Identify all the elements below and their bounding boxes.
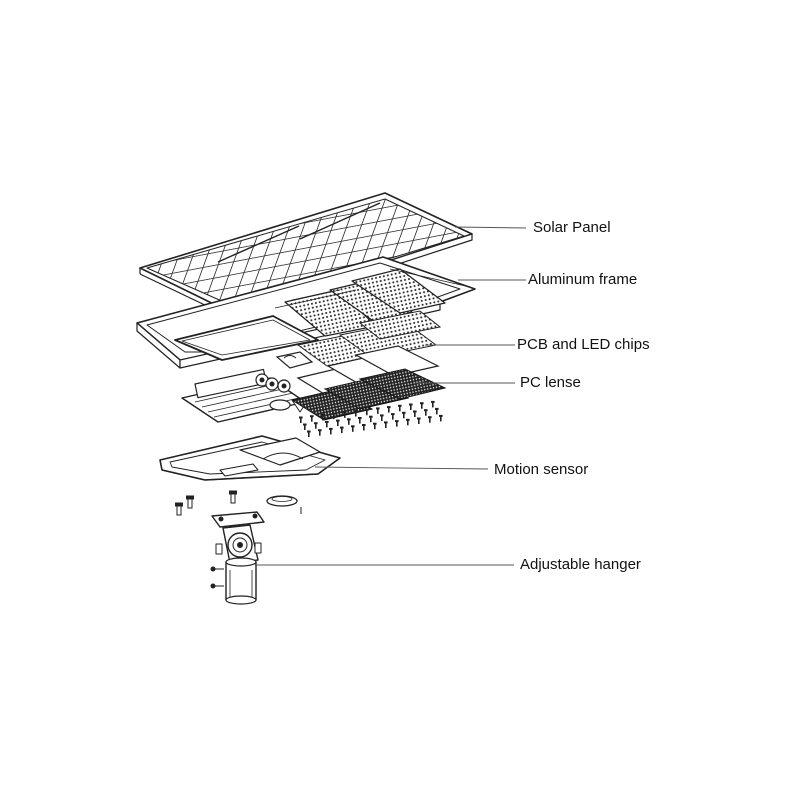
screw-head — [332, 412, 336, 415]
screw — [341, 428, 343, 434]
controller-heatsink — [181, 368, 306, 423]
screw-head — [336, 419, 340, 422]
screw-head — [413, 410, 417, 413]
screw — [440, 416, 442, 422]
screw-head — [409, 403, 413, 406]
leader-solar-panel — [454, 226, 527, 229]
screw-head — [420, 402, 424, 405]
label-adjustable-hanger: Adjustable hanger — [520, 556, 641, 573]
screw — [304, 425, 306, 430]
screw — [326, 422, 328, 428]
screw — [363, 425, 365, 431]
led-lens-strips — [290, 368, 447, 421]
screw-head — [424, 409, 428, 412]
hanger-bolts — [175, 490, 237, 516]
screw — [330, 429, 332, 435]
screw — [436, 409, 438, 415]
screw-head — [395, 420, 399, 423]
screw-head — [299, 416, 303, 419]
screw — [392, 414, 394, 420]
motion-sensor-housing — [159, 435, 341, 481]
label-motion-sensor: Motion sensor — [494, 461, 589, 478]
screw — [381, 415, 383, 421]
screw-head — [347, 418, 351, 421]
screw-head — [387, 406, 391, 409]
screw — [370, 417, 372, 423]
screw-head — [354, 410, 358, 412]
screw-head — [439, 414, 443, 417]
screw — [311, 416, 313, 422]
screw-head — [321, 413, 325, 416]
screw-head — [314, 422, 318, 425]
screw — [322, 415, 324, 421]
screw-head — [373, 422, 377, 425]
leader-motion-sensor — [314, 466, 489, 470]
screw — [418, 419, 420, 424]
screw — [319, 430, 321, 436]
screw — [403, 413, 405, 419]
screw — [359, 418, 361, 424]
aluminum-frame — [136, 256, 476, 369]
label-aluminum-frame: Aluminum frame — [528, 271, 638, 288]
screw-head — [365, 408, 369, 411]
screw-head — [325, 420, 329, 423]
screw — [407, 420, 409, 426]
screw-head — [362, 424, 366, 426]
screw-head — [384, 421, 388, 424]
screw-head — [380, 414, 384, 417]
screw — [374, 424, 376, 430]
screw-head — [310, 415, 314, 418]
screw — [385, 422, 387, 428]
screw — [388, 407, 390, 413]
screw-head — [406, 418, 410, 421]
screw — [410, 405, 412, 410]
screw-head — [340, 426, 344, 429]
screw-head — [351, 425, 355, 428]
screw — [300, 418, 302, 423]
screw-head — [428, 416, 432, 419]
screw — [396, 421, 398, 427]
adjustable-hanger — [210, 511, 265, 605]
screw — [348, 419, 350, 425]
screw-head — [417, 417, 421, 420]
screw — [414, 412, 416, 417]
screw-head — [391, 413, 395, 416]
label-pc-lense: PC lense — [520, 374, 581, 391]
screw-head — [431, 400, 435, 403]
screw — [344, 412, 346, 418]
screw-head — [398, 404, 402, 407]
screw — [429, 417, 431, 423]
screw — [399, 406, 401, 412]
screw-head — [303, 423, 307, 426]
screw-head — [307, 430, 311, 433]
screw — [337, 421, 339, 427]
screw-head — [358, 417, 362, 419]
screw — [315, 423, 317, 429]
screw — [352, 426, 354, 432]
screw-head — [376, 407, 380, 410]
label-pcb-led-chips: PCB and LED chips — [517, 336, 650, 353]
screw — [425, 410, 427, 416]
screw — [377, 408, 379, 414]
screw — [421, 403, 423, 409]
screw — [333, 414, 335, 420]
screw-head — [318, 429, 322, 432]
screw-head — [329, 427, 333, 430]
screw-head — [343, 411, 347, 414]
sensor-cap — [266, 495, 302, 514]
screw-head — [402, 411, 406, 414]
screw-field — [299, 400, 443, 437]
screw — [432, 402, 434, 408]
label-solar-panel: Solar Panel — [533, 219, 611, 236]
screw — [308, 432, 310, 437]
screw-head — [435, 407, 439, 410]
leader-lines — [255, 226, 527, 566]
screw — [355, 411, 357, 417]
screw-head — [369, 415, 373, 418]
screw — [366, 410, 368, 416]
